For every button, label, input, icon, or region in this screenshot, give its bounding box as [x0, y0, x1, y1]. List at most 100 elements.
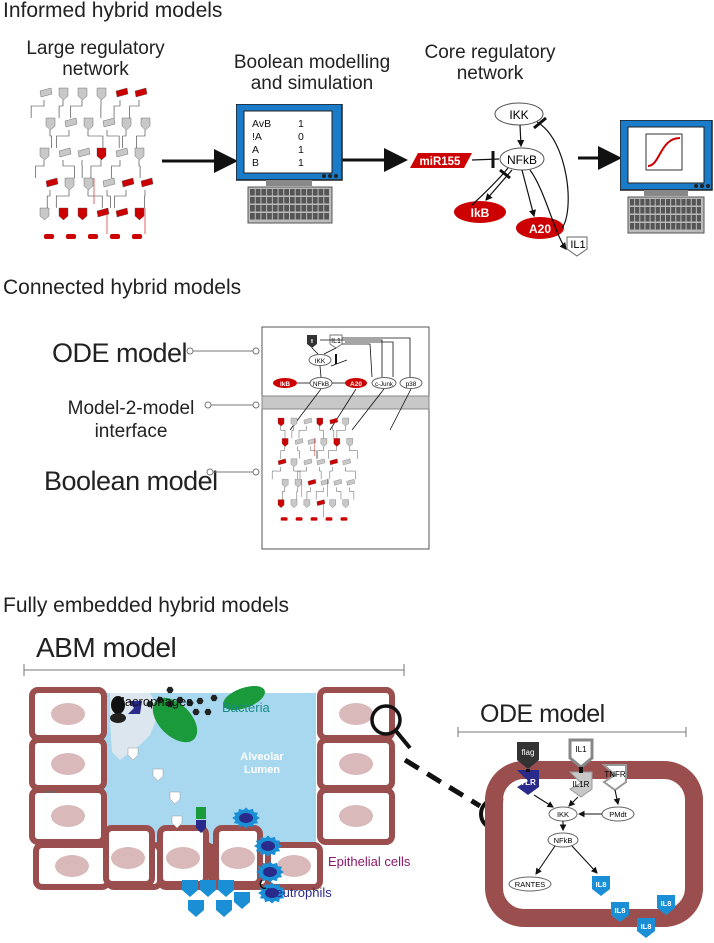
- svg-text:IL8: IL8: [641, 922, 652, 931]
- network-node: [303, 417, 313, 425]
- network-node: [280, 517, 288, 521]
- network-node: [281, 438, 289, 447]
- svg-text:flag: flag: [522, 748, 535, 757]
- neutrophils-label: Neutrophils: [266, 885, 332, 900]
- pathogen-particle: [192, 708, 200, 716]
- svg-text:TLR: TLR: [520, 778, 536, 787]
- macrophages-label: Macrophages: [114, 694, 193, 709]
- network-node: [316, 458, 326, 466]
- interface-band: [261, 395, 430, 410]
- core-node-nfkb: NFkB: [507, 153, 537, 167]
- bacteria-large: [152, 697, 198, 743]
- network-node: [320, 479, 330, 486]
- svg-text:1: 1: [298, 157, 304, 169]
- pathogen-particle: [210, 694, 218, 702]
- network-node: [342, 499, 349, 508]
- large-network-label: Large regulatory network: [26, 38, 165, 80]
- pathogen-particle: [146, 700, 154, 708]
- svg-text:IL8: IL8: [596, 880, 607, 889]
- network-node: [325, 517, 333, 521]
- svg-text:1: 1: [298, 144, 304, 156]
- network-node: [303, 499, 311, 508]
- magnifier-source: [370, 704, 402, 736]
- boolean-model-label: Boolean model: [44, 466, 218, 496]
- core-node-il1: IL1: [570, 239, 585, 251]
- cell-nucleus: [339, 753, 373, 775]
- cell-nucleus: [51, 805, 85, 827]
- svg-text:IkB: IkB: [280, 381, 290, 388]
- network-node: [303, 458, 313, 466]
- cell-nucleus: [221, 847, 255, 869]
- svg-text:TNFR: TNFR: [604, 770, 626, 779]
- svg-text:NFkB: NFkB: [554, 836, 573, 845]
- pathogen-particle: [156, 696, 164, 704]
- svg-text:0: 0: [298, 131, 304, 143]
- section-title-informed: Informed hybrid models: [3, 0, 223, 22]
- network-node: [333, 438, 341, 447]
- cell-nucleus: [166, 847, 200, 869]
- svg-text:IL1: IL1: [575, 745, 587, 754]
- network-node: [277, 458, 287, 466]
- svg-text:NFkB: NFkB: [313, 381, 329, 388]
- svg-text:IL8: IL8: [661, 899, 672, 908]
- sigmoid-curve: [647, 137, 681, 167]
- core-node-ikk: IKK: [509, 108, 528, 122]
- pathogen-particle: [176, 696, 184, 704]
- network-node: [307, 479, 317, 486]
- svg-text:!A: !A: [252, 131, 262, 143]
- svg-text:PMdt: PMdt: [609, 810, 627, 819]
- network-node: [342, 458, 351, 466]
- section-title-connected: Connected hybrid models: [3, 276, 242, 299]
- network-node: [294, 438, 304, 445]
- pathogen-particle: [196, 697, 204, 705]
- pathogen-particle: [204, 708, 212, 716]
- epithelial-cells-label: Epithelial cells: [328, 854, 411, 869]
- network-node: [340, 517, 348, 521]
- core-node-ikb: IkB: [471, 206, 490, 220]
- cell-nucleus: [51, 703, 85, 725]
- computer-monitor-boolean: AvB 1 !A 0 A 1 B 1: [236, 104, 343, 224]
- svg-text:B: B: [252, 157, 259, 169]
- svg-text:A20: A20: [350, 381, 362, 388]
- pathogen-particle: [186, 699, 194, 707]
- svg-text:RANTES: RANTES: [515, 880, 545, 889]
- svg-text:IKK: IKK: [557, 810, 569, 819]
- network-node: [281, 479, 289, 488]
- boolean-modelling-label: Boolean modelling and simulation: [233, 52, 391, 94]
- core-node-mir155: miR155: [420, 156, 462, 168]
- network-node: [277, 417, 285, 427]
- network-node: [320, 438, 328, 447]
- network-node: [346, 438, 353, 447]
- bacteria-label: Bacteria: [222, 700, 270, 715]
- network-node: [346, 479, 355, 486]
- network-node: [290, 417, 298, 427]
- network-node: [307, 438, 317, 445]
- network-node: [329, 458, 338, 466]
- svg-text:1: 1: [298, 118, 304, 130]
- core-node-a20: A20: [529, 222, 551, 236]
- network-node: [316, 499, 326, 506]
- network-node: [329, 499, 336, 508]
- svg-text:p38: p38: [406, 381, 417, 388]
- network-node: [290, 499, 298, 508]
- network-node: [329, 417, 338, 425]
- network-node: [310, 517, 318, 521]
- cell-nucleus: [339, 805, 373, 827]
- network-node: [277, 499, 285, 508]
- network-node: [316, 417, 324, 427]
- network-node: [333, 479, 343, 486]
- cell-nucleus: [277, 855, 311, 877]
- svg-text:A: A: [252, 144, 259, 156]
- abm-model-label: ABM model: [36, 632, 177, 663]
- interface-label: Model-2-model interface: [67, 398, 195, 442]
- bacteria-small: [223, 685, 265, 711]
- monitor-row-0-expr: AvB: [252, 118, 271, 130]
- computer-monitor-simulation: [620, 120, 713, 234]
- cell-nucleus: [55, 855, 89, 877]
- pathogen-particle: [166, 700, 174, 708]
- cell-nucleus: [51, 753, 85, 775]
